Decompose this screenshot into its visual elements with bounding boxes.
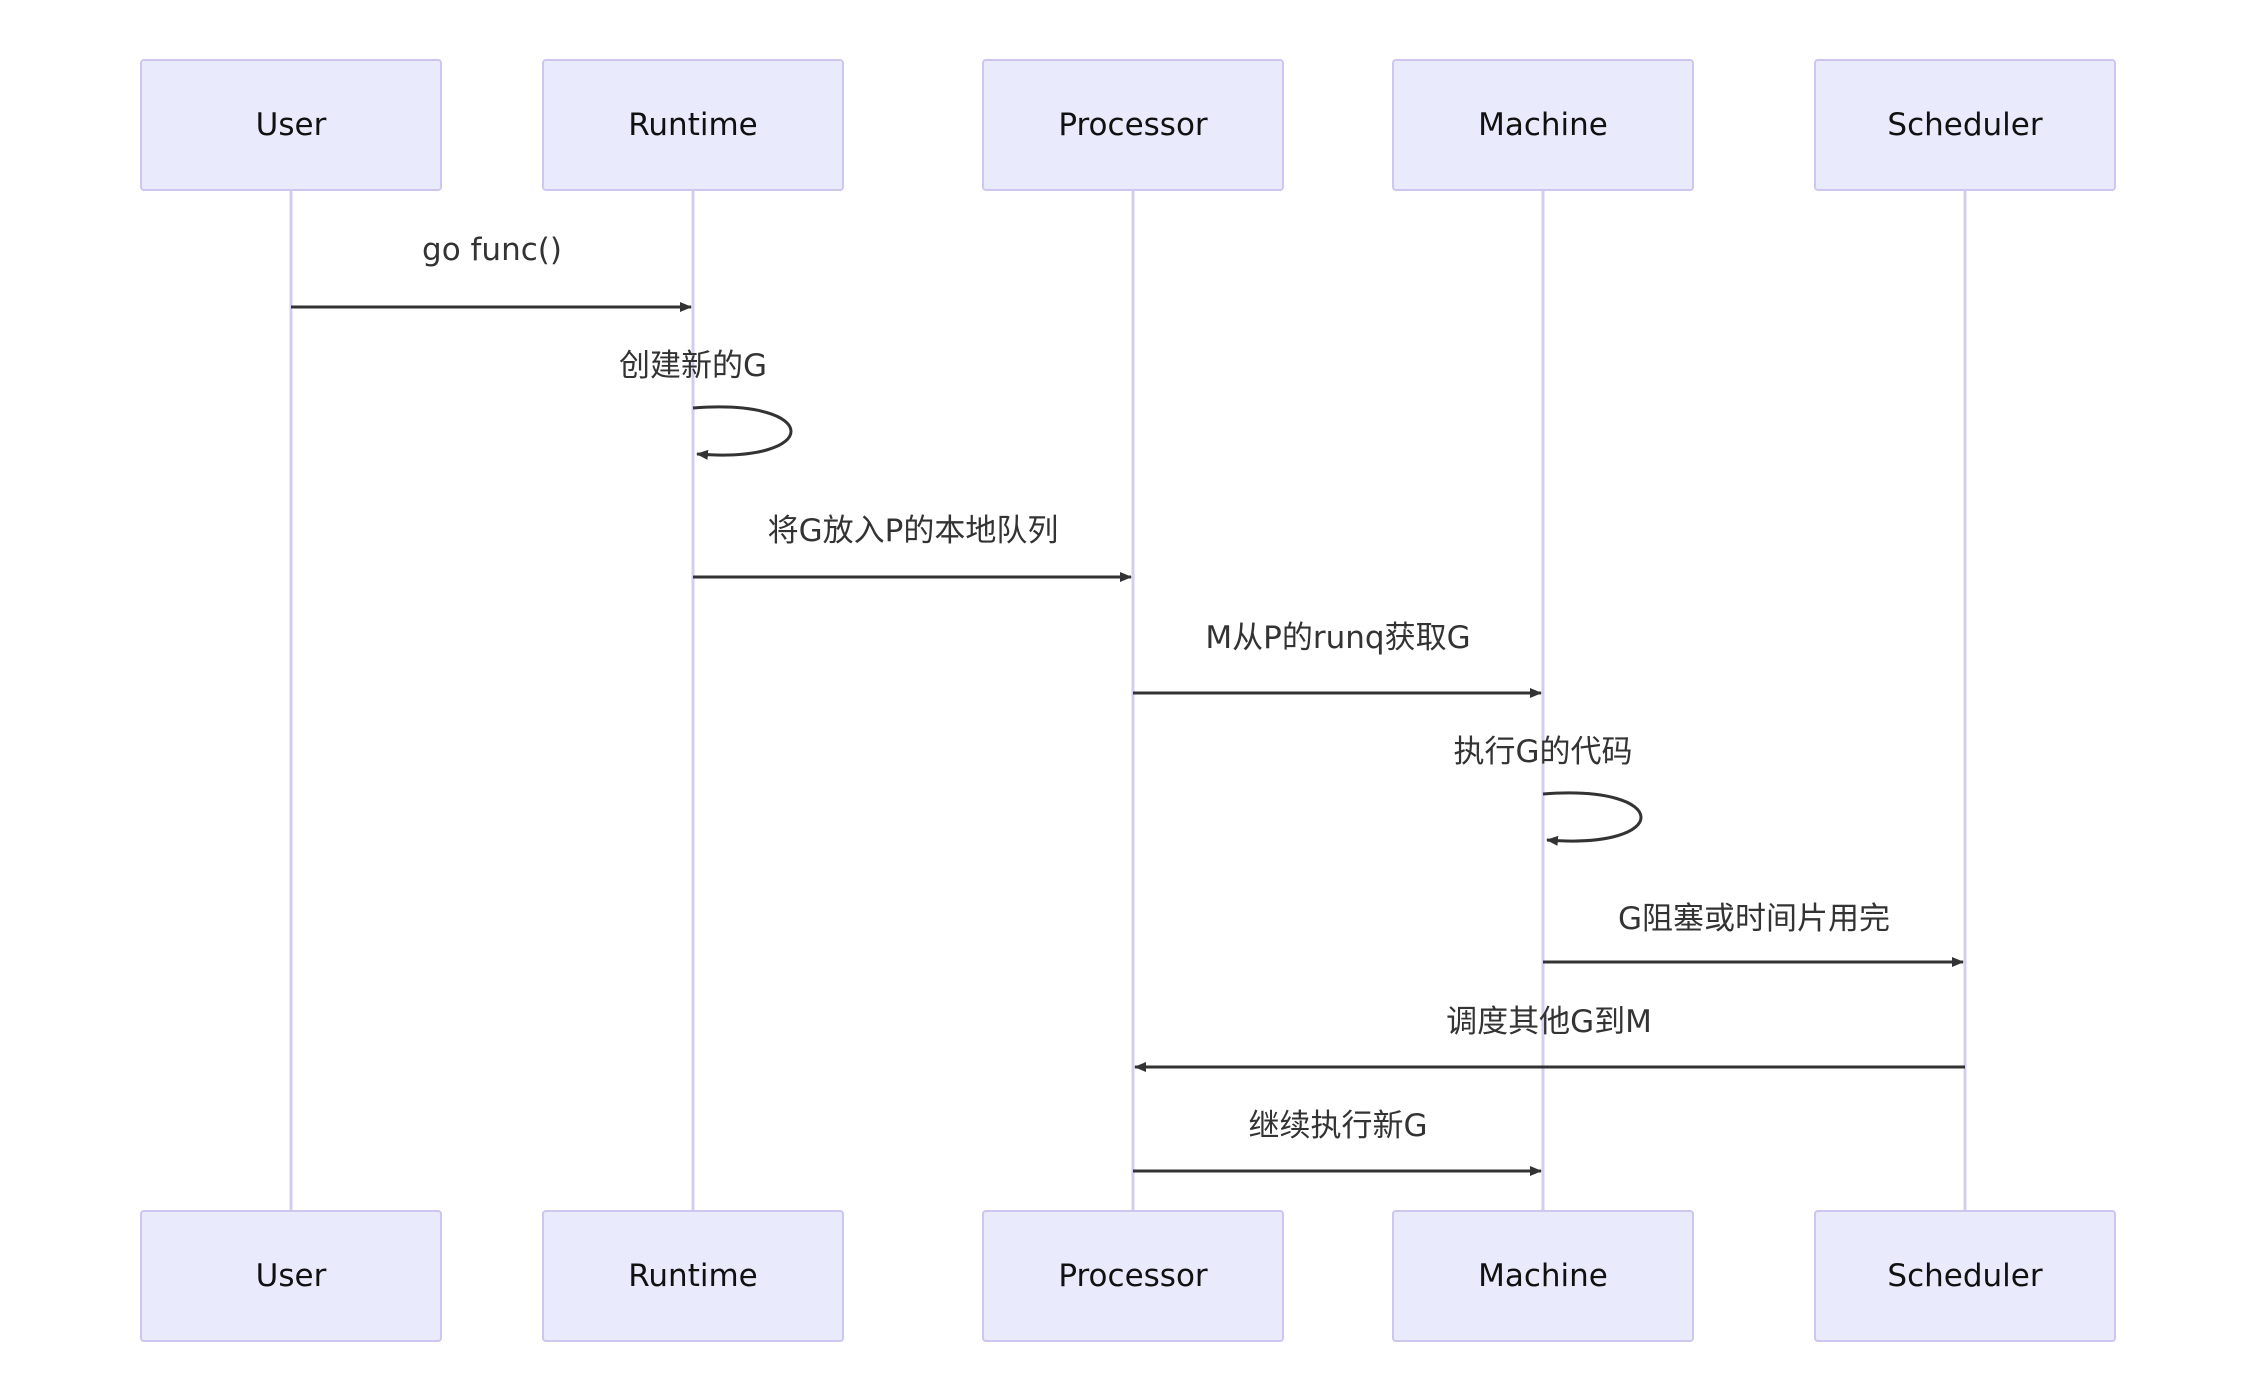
actor-processor-top: Processor	[982, 59, 1284, 191]
actor-label: Scheduler	[1887, 1258, 2042, 1294]
message-label: 创建新的G	[619, 348, 767, 384]
actor-label: Machine	[1478, 107, 1608, 143]
actor-scheduler-bottom: Scheduler	[1814, 1210, 2116, 1342]
actor-box	[982, 59, 1284, 191]
message-3: 将G放入P的本地队列	[693, 513, 1132, 582]
message-6: G阻塞或时间片用完	[1543, 901, 1964, 967]
message-label: 将G放入P的本地队列	[768, 513, 1059, 549]
actor-machine-bottom: Machine	[1392, 1210, 1694, 1342]
message-4: M从P的runq获取G	[1133, 620, 1542, 698]
actor-box	[1392, 59, 1694, 191]
message-8: 继续执行新G	[1133, 1108, 1542, 1176]
message-label: 调度其他G到M	[1446, 1004, 1652, 1040]
actor-label: Processor	[1058, 107, 1208, 143]
actor-box	[542, 59, 844, 191]
actors-bottom: User Runtime Processor Machine Scheduler	[140, 1210, 2116, 1342]
message-label: 执行G的代码	[1453, 734, 1632, 770]
actor-runtime-bottom: Runtime	[542, 1210, 844, 1342]
actor-box	[1814, 59, 2116, 191]
actor-box	[542, 1210, 844, 1342]
message-label: go func()	[422, 232, 562, 268]
message-label: 继续执行新G	[1248, 1108, 1427, 1144]
message-label: G阻塞或时间片用完	[1618, 901, 1890, 937]
message-label: M从P的runq获取G	[1205, 620, 1470, 656]
actors-top: User Runtime Processor Machine Scheduler	[140, 59, 2116, 191]
actor-label: Processor	[1058, 1258, 1208, 1294]
actor-box	[1814, 1210, 2116, 1342]
actor-label: Machine	[1478, 1258, 1608, 1294]
actor-runtime-top: Runtime	[542, 59, 844, 191]
self-loop-arrow	[692, 405, 793, 460]
lifelines	[289, 190, 1967, 1211]
messages: go func() 创建新的G 将G放入P的本地队列 M从P的runq获取G 执行G的代…	[291, 232, 1965, 1176]
actor-machine-top: Machine	[1392, 59, 1694, 191]
message-2: 创建新的G	[619, 348, 793, 460]
actor-box	[1392, 1210, 1694, 1342]
actor-label: Runtime	[628, 107, 757, 143]
actor-processor-bottom: Processor	[982, 1210, 1284, 1342]
self-loop-arrow	[1542, 791, 1643, 846]
message-5: 执行G的代码	[1453, 734, 1643, 846]
message-1: go func()	[291, 232, 692, 312]
actor-label: User	[256, 107, 327, 143]
actor-box	[140, 1210, 442, 1342]
actor-user-bottom: User	[140, 1210, 442, 1342]
actor-scheduler-top: Scheduler	[1814, 59, 2116, 191]
actor-box	[982, 1210, 1284, 1342]
actor-label: Runtime	[628, 1258, 757, 1294]
actor-label: Scheduler	[1887, 107, 2042, 143]
message-7: 调度其他G到M	[1134, 1004, 1965, 1072]
actor-user-top: User	[140, 59, 442, 191]
actor-label: User	[256, 1258, 327, 1294]
actor-box	[140, 59, 442, 191]
